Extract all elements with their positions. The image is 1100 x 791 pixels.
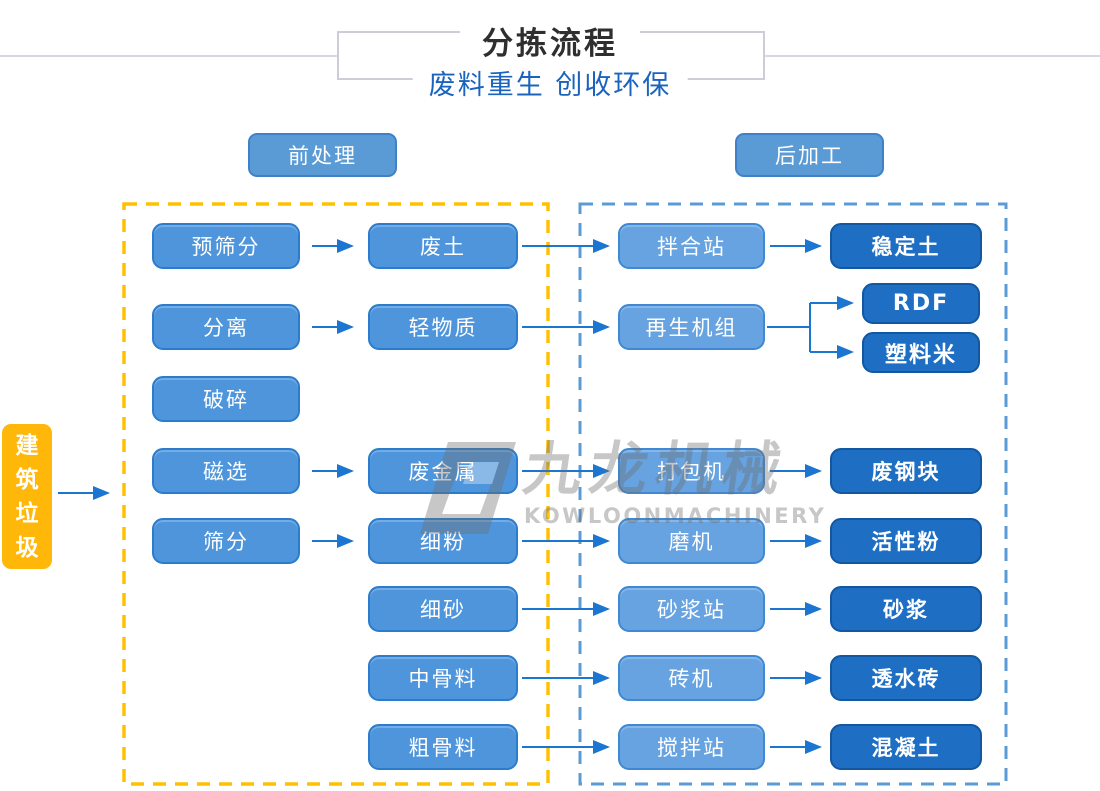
node-scrap-metal: 废金属 (368, 448, 518, 494)
arrows-col1-col2 (312, 239, 354, 548)
section-chip-postprocessing: 后加工 (735, 133, 884, 177)
node-plastic-pellets: 塑料米 (862, 332, 980, 373)
node-mill: 磨机 (618, 518, 765, 564)
node-separation: 分离 (152, 304, 300, 350)
fork-regen-unit (767, 296, 854, 359)
node-mixing-plant: 拌合站 (618, 223, 765, 269)
node-mortar: 砂浆 (830, 586, 982, 632)
source-box-label: 建筑垃圾 (15, 432, 39, 561)
node-active-powder: 活性粉 (830, 518, 982, 564)
node-brick-machine: 砖机 (618, 655, 765, 701)
node-concrete: 混凝土 (830, 724, 982, 770)
page-subtitle: 废料重生 创收环保 (412, 63, 688, 102)
arrows-col2-col3 (522, 239, 610, 754)
node-screening: 筛分 (152, 518, 300, 564)
node-fine-powder: 细粉 (368, 518, 518, 564)
node-magnetic-sorting: 磁选 (152, 448, 300, 494)
arrows-col3-col4 (770, 239, 822, 754)
node-scrap-steel-block: 废钢块 (830, 448, 982, 494)
postprocessing-dashed-frame (578, 202, 1008, 786)
section-chip-preprocessing: 前处理 (248, 133, 397, 177)
node-fine-sand: 细砂 (368, 586, 518, 632)
node-rdf: RDF (862, 283, 980, 324)
node-mortar-station: 砂浆站 (618, 586, 765, 632)
node-waste-soil: 废土 (368, 223, 518, 269)
node-crushing: 破碎 (152, 376, 300, 422)
node-coarse-aggregate: 粗骨料 (368, 724, 518, 770)
node-permeable-brick: 透水砖 (830, 655, 982, 701)
preprocessing-dashed-frame (122, 202, 550, 786)
node-baler: 打包机 (618, 448, 765, 494)
node-pre-screening: 预筛分 (152, 223, 300, 269)
source-box-construction-waste: 建筑垃圾 (2, 424, 52, 569)
page-title: 分拣流程 (460, 18, 640, 63)
node-medium-aggregate: 中骨料 (368, 655, 518, 701)
node-light-material: 轻物质 (368, 304, 518, 350)
node-regeneration-unit: 再生机组 (618, 304, 765, 350)
node-concrete-mixing-station: 搅拌站 (618, 724, 765, 770)
node-stabilized-soil: 稳定土 (830, 223, 982, 269)
